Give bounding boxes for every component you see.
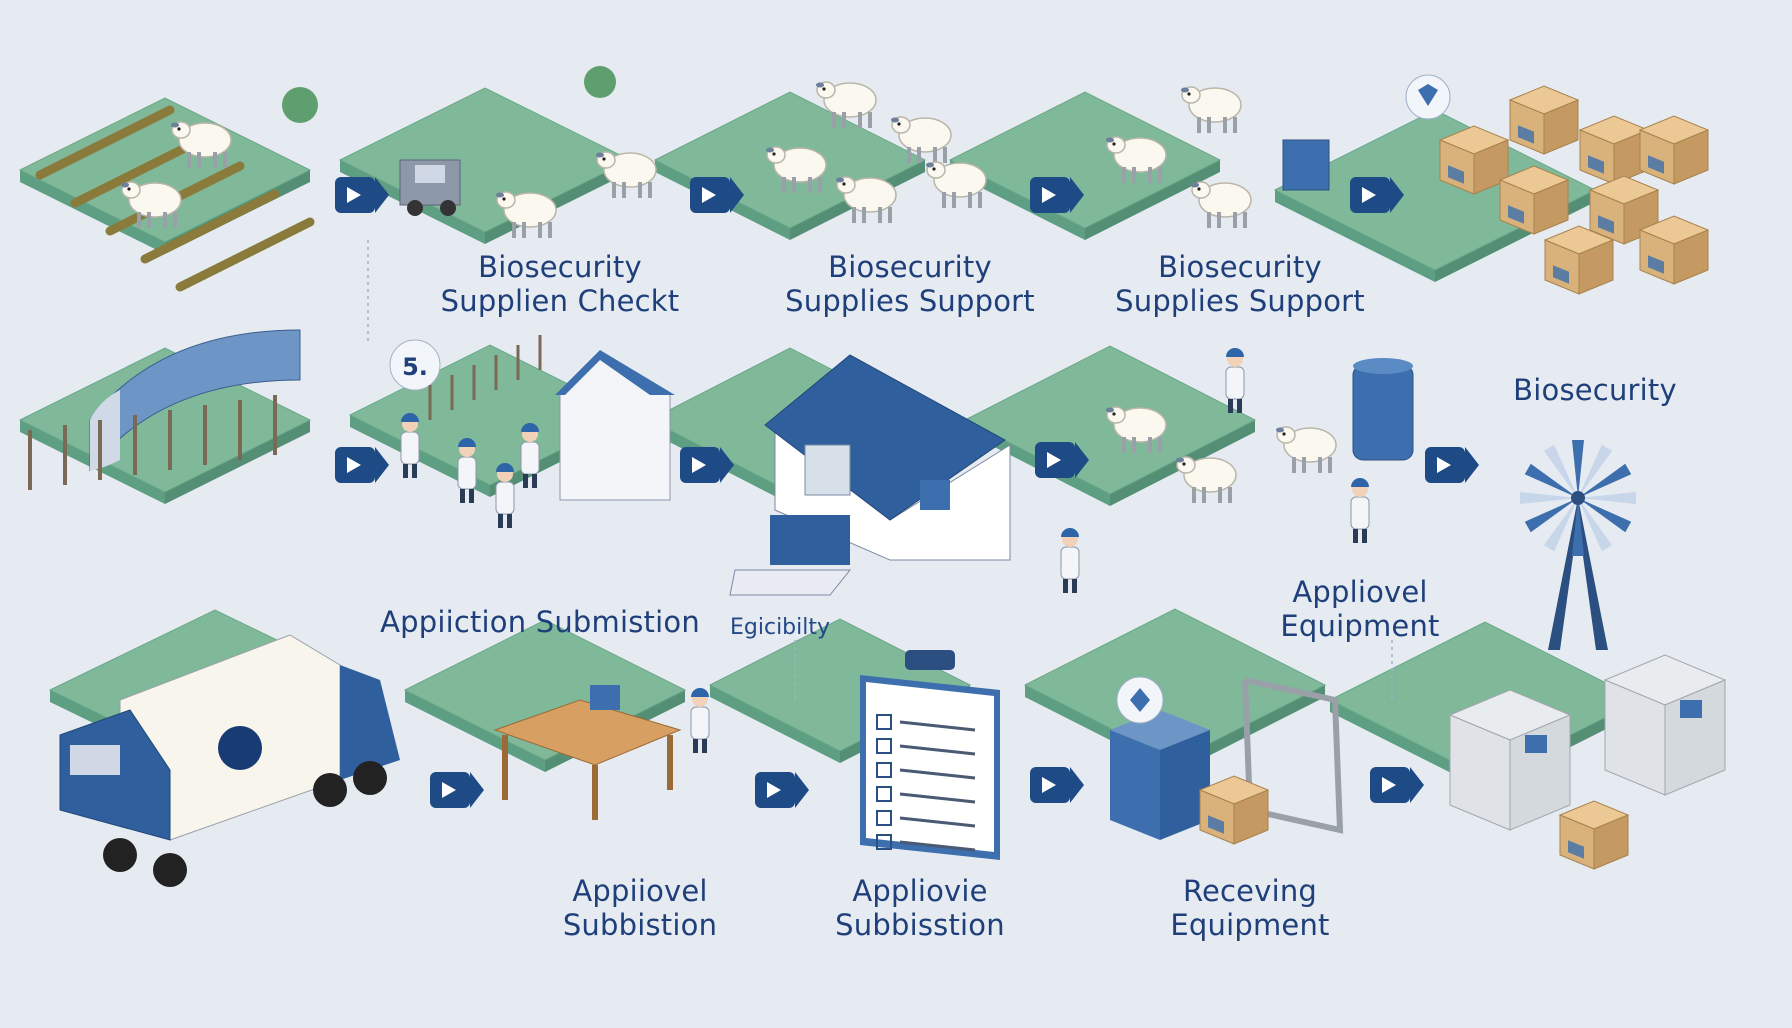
sheep-icon — [835, 176, 897, 224]
clipboard-checklist-icon — [860, 650, 1000, 860]
worker-icon — [1350, 477, 1370, 544]
laptop-icon — [729, 515, 852, 596]
arrow-right-icon — [1425, 447, 1479, 483]
building-icon — [428, 335, 675, 501]
greenhouse-icon — [28, 329, 301, 490]
sheep-icon — [1275, 426, 1337, 474]
truck-icon — [59, 634, 400, 887]
truck-icon — [399, 159, 461, 216]
desk-icon — [493, 685, 682, 820]
tree-icon — [282, 87, 318, 123]
shipping-boxes-icon — [1639, 215, 1709, 285]
shipping-boxes-icon — [1499, 165, 1569, 235]
shipping-boxes-icon — [1439, 125, 1509, 195]
label-row2-step2: Appiiction Submistion — [380, 605, 700, 639]
worker-icon — [1225, 347, 1245, 414]
shipping-boxes-icon — [1639, 115, 1709, 185]
worker-icon — [520, 422, 540, 489]
arrow-right-icon — [1370, 767, 1424, 803]
label-row2-step5: Biosecurity — [1513, 373, 1677, 407]
worker-icon — [400, 412, 420, 479]
shield-badge-icon — [1116, 676, 1164, 724]
sheep-icon — [925, 161, 987, 209]
sheep-icon — [1180, 86, 1242, 134]
barrel-icon — [1352, 358, 1414, 461]
equipment-crates-icon — [1110, 677, 1344, 840]
worker-icon — [690, 687, 710, 754]
platform — [18, 97, 312, 254]
arrow-right-icon — [1030, 767, 1084, 803]
shield-badge-icon — [1405, 74, 1451, 120]
platform — [948, 91, 1222, 240]
arrow-right-icon — [335, 447, 389, 483]
worker-icon — [1060, 527, 1080, 594]
worker-icon — [495, 462, 515, 529]
sheep-icon — [595, 151, 657, 199]
shipping-boxes-icon — [1579, 115, 1649, 185]
shipping-boxes-icon — [1559, 800, 1629, 870]
wrapped-pallets-icon — [1448, 654, 1727, 831]
shipping-boxes-icon — [1509, 85, 1579, 155]
svg-text:5.: 5. — [402, 353, 428, 381]
sheep-icon — [1190, 181, 1252, 229]
worker-icon — [457, 437, 477, 504]
storage-container-icon — [1282, 139, 1330, 191]
windmill-icon — [1520, 440, 1636, 650]
label-row2-step3: Egicibilty — [730, 615, 831, 640]
shipping-boxes-icon — [1199, 775, 1269, 845]
platform — [1023, 608, 1327, 773]
arrow-right-icon — [755, 772, 809, 808]
platform — [338, 87, 632, 244]
arrow-right-icon — [430, 772, 484, 808]
tree-icon — [584, 66, 616, 98]
sheep-icon — [1175, 456, 1237, 504]
step-number-badge: 5. — [389, 339, 441, 391]
illustrations-layer: 5. — [28, 66, 1727, 887]
shipping-boxes-icon — [1544, 225, 1614, 295]
platform — [403, 619, 687, 772]
